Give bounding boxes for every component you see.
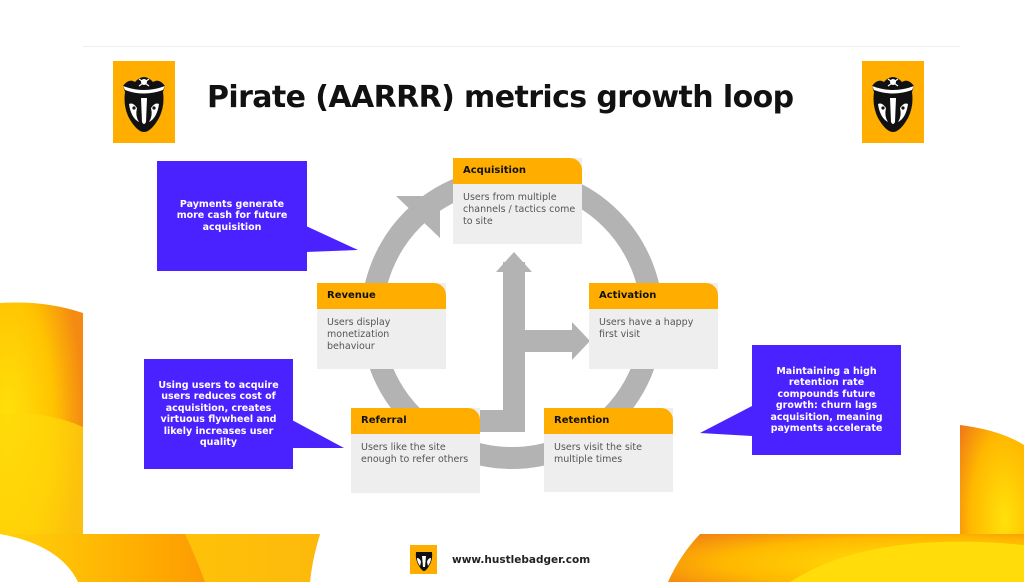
pirate-badger-logo-left	[113, 61, 175, 143]
stage-retention: Retention Users visit the site multiple …	[544, 408, 673, 492]
website-link[interactable]: www.hustlebadger.com	[452, 553, 591, 566]
pirate-badger-icon	[872, 77, 914, 132]
callout-pointer-retention	[700, 406, 752, 436]
callout-pointer-referral	[292, 420, 344, 448]
callout-text: Maintaining a high retention rate compou…	[770, 365, 883, 435]
stage-description: Users like the site enough to refer othe…	[361, 442, 469, 465]
callout-referral: Using users to acquire users reduces cos…	[144, 359, 293, 469]
stage-title: Revenue	[317, 283, 446, 309]
stage-revenue: Revenue Users display monetization behav…	[317, 283, 446, 369]
callout-revenue: Payments generate more cash for future a…	[157, 161, 307, 271]
stage-title: Retention	[544, 408, 673, 434]
arrow-up-icon	[496, 252, 532, 272]
stage-description: Users have a happy first visit	[599, 317, 694, 340]
page-title: Pirate (AARRR) metrics growth loop	[207, 80, 794, 115]
stage-acquisition: Acquisition Users from multiple channels…	[453, 158, 582, 244]
loop-arrowhead-icon	[396, 196, 440, 238]
stage-title: Activation	[589, 283, 718, 309]
callout-text: Payments generate more cash for future a…	[176, 198, 288, 233]
pirate-badger-logo-right	[862, 61, 924, 143]
callout-pointer-revenue	[306, 226, 358, 252]
stage-title: Referral	[351, 408, 480, 434]
stage-referral: Referral Users like the site enough to r…	[351, 408, 480, 493]
stage-title: Acquisition	[453, 158, 582, 184]
stage-description: Users visit the site multiple times	[554, 442, 642, 465]
central-horizontal-arrow	[514, 330, 574, 352]
callout-text: Using users to acquire users reduces cos…	[158, 379, 279, 449]
callout-retention: Maintaining a high retention rate compou…	[752, 345, 901, 455]
referral-connector	[478, 410, 525, 432]
footer: www.hustlebadger.com	[410, 545, 590, 574]
stage-activation: Activation Users have a happy first visi…	[589, 283, 718, 369]
pirate-badger-icon	[123, 77, 165, 132]
badger-logo-icon	[410, 545, 437, 574]
stage-description: Users from multiple channels / tactics c…	[463, 192, 576, 227]
stage-description: Users display monetization behaviour	[327, 317, 391, 352]
arrow-right-icon	[572, 322, 590, 360]
